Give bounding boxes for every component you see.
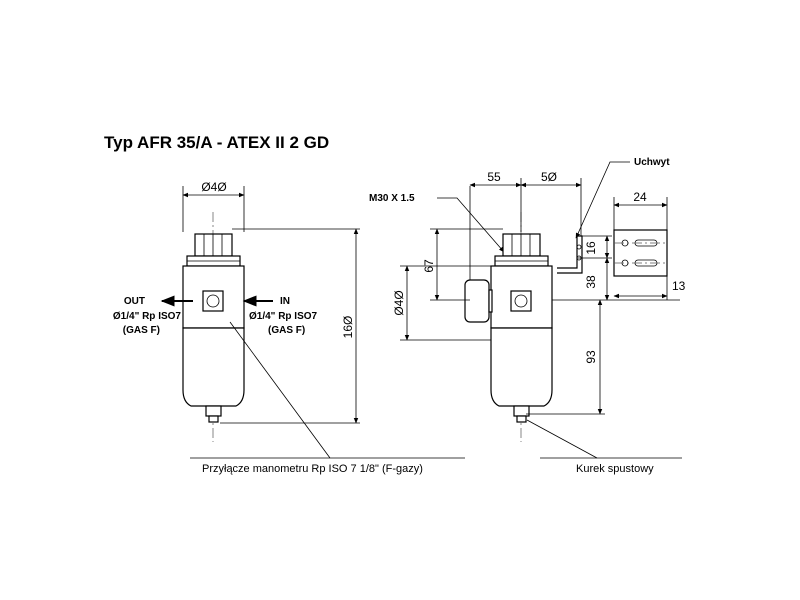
dim-40: Ø4Ø [392, 290, 406, 315]
dim-16: 16 [584, 241, 598, 255]
right-view: 55 5Ø M30 X 1.5 Uchwyt 67 [369, 157, 686, 442]
thread-label: M30 X 1.5 [369, 193, 415, 204]
side-gauge-stem [488, 289, 493, 313]
right-drain-nut [513, 405, 530, 417]
dim-height: 16Ø [341, 316, 355, 339]
dim-93: 93 [584, 350, 598, 364]
left-cap [194, 233, 233, 257]
left-view: Ø4Ø 16Ø OUT Ø1/4" Rp ISO7 (GAS F) IN Ø1/… [113, 180, 360, 442]
drain-label: Kurek spustowy [576, 463, 654, 475]
out-spec-2: (GAS F) [123, 325, 160, 336]
left-port-hole [206, 294, 220, 308]
bracket-leader [575, 161, 630, 239]
dim-diameter-top: Ø4Ø [201, 180, 226, 194]
thread-leader [437, 197, 505, 253]
in-label: IN [280, 296, 290, 307]
left-drain-tip [208, 415, 219, 423]
side-gauge [464, 279, 490, 323]
bracket-label: Uchwyt [634, 157, 670, 168]
in-spec-2: (GAS F) [268, 325, 305, 336]
dim-13: 13 [672, 279, 686, 293]
out-spec-1: Ø1/4" Rp ISO7 [113, 311, 182, 322]
right-drain-tip [516, 415, 527, 423]
left-port-square [202, 290, 224, 312]
dim-24: 24 [633, 190, 647, 204]
out-label: OUT [124, 296, 145, 307]
drawing-title: Typ AFR 35/A - ATEX II 2 GD [104, 133, 329, 152]
bracket-hole [576, 244, 582, 250]
dim-55: 55 [487, 170, 501, 184]
callouts: Przyłącze manometru Rp ISO 7 1/8" (F-gaz… [190, 321, 682, 475]
drain-leader [526, 419, 598, 459]
right-port-hole [514, 294, 528, 308]
in-spec-1: Ø1/4" Rp ISO7 [249, 311, 318, 322]
right-bowl [490, 327, 553, 407]
left-drain-nut [205, 405, 222, 417]
bracket-profile [557, 235, 583, 274]
left-bowl [182, 327, 245, 407]
bracket-front [613, 229, 668, 277]
right-cap [502, 233, 541, 257]
gauge-port-leader [229, 321, 331, 459]
gauge-port-label: Przyłącze manometru Rp ISO 7 1/8" (F-gaz… [202, 463, 423, 475]
dim-50: 5Ø [541, 170, 557, 184]
dim-38: 38 [584, 275, 598, 289]
right-port-square [510, 290, 532, 312]
